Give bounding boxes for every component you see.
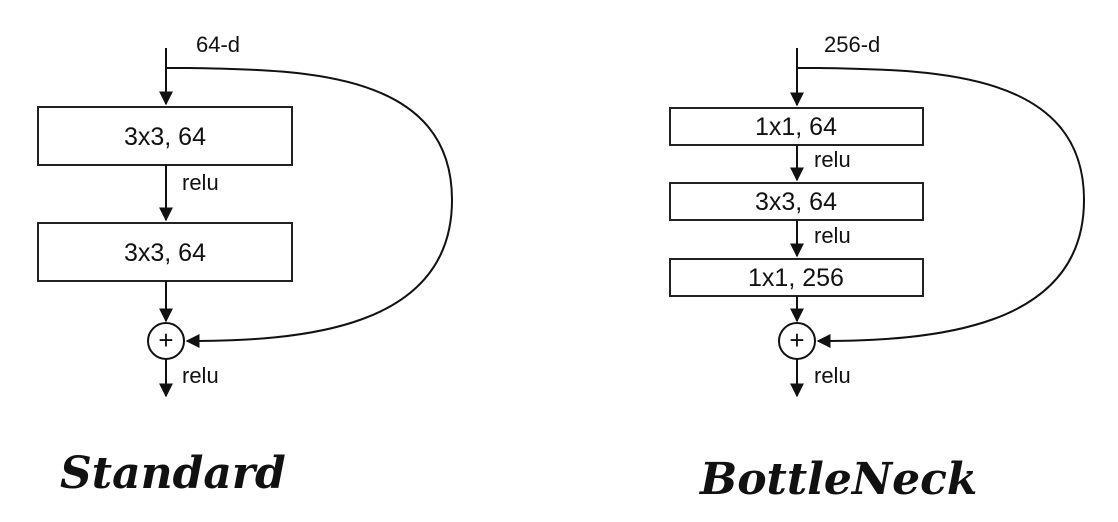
bottleneck-relu-label-1: relu (814, 147, 851, 172)
bottleneck-add-symbol: + (789, 325, 804, 355)
bottleneck-conv-box-3 (669, 258, 924, 297)
bottleneck-relu-label-3: relu (814, 363, 851, 388)
bottleneck-conv-label-1: 1x1, 64 (755, 113, 837, 141)
bottleneck-block: 256-d 1x1, 64 relu 3x3, 64 relu 1x1, 256… (669, 32, 1086, 505)
bottleneck-skip-connection (797, 67, 1086, 348)
bottleneck-conv-label-2: 3x3, 64 (755, 188, 837, 216)
standard-conv-box-2 (37, 222, 293, 282)
standard-input-label: 64-d (196, 32, 240, 57)
bottleneck-input-label: 256-d (824, 32, 880, 57)
standard-relu-label-2: relu (182, 363, 219, 388)
standard-block: 64-d 3x3, 64 relu 3x3, 64 + relu Standar… (37, 32, 454, 499)
standard-conv-label-1: 3x3, 64 (124, 123, 206, 151)
bottleneck-relu-label-2: relu (814, 223, 851, 248)
standard-add-symbol: + (158, 325, 173, 355)
standard-title: Standard (60, 448, 286, 499)
standard-relu-label-1: relu (182, 170, 219, 195)
bottleneck-conv-label-3: 1x1, 256 (748, 264, 844, 292)
standard-skip-connection (166, 67, 454, 348)
standard-conv-label-2: 3x3, 64 (124, 239, 206, 267)
bottleneck-conv-box-2 (669, 182, 924, 221)
bottleneck-title: BottleNeck (698, 454, 977, 505)
